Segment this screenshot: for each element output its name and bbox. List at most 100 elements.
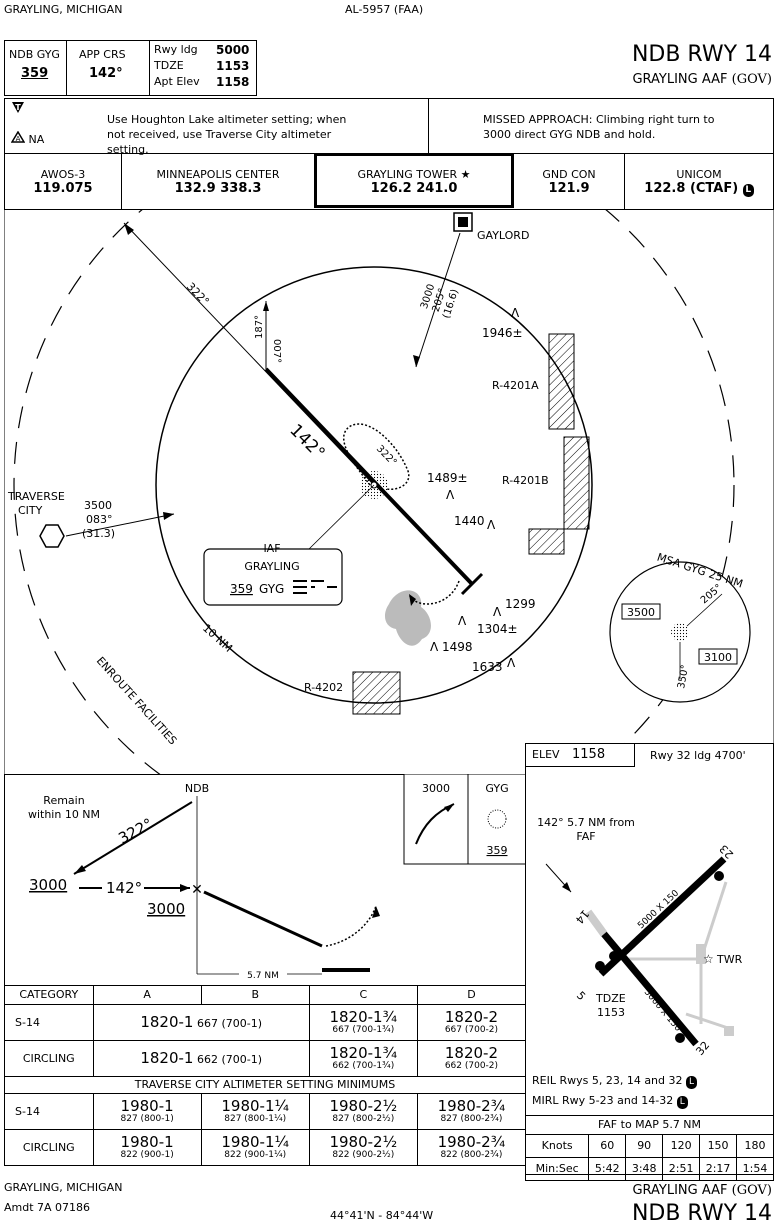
plan-view: R-4201A R-4201B R-4202 GAYLORD 3000 205°… bbox=[4, 209, 774, 775]
comm-awos: AWOS-3 119.075 bbox=[5, 168, 121, 196]
gaylord-route-arrow bbox=[413, 355, 420, 367]
distance-label-bg bbox=[239, 968, 287, 980]
comm-divider-2 bbox=[624, 154, 625, 209]
footer-coords: 44°41'N - 84°44'W bbox=[330, 1209, 434, 1222]
comm-unicom: UNICOM 122.8 (CTAF) L bbox=[625, 168, 773, 197]
ma-climb-arrow-icon bbox=[444, 804, 454, 812]
iaf-ident: GYG bbox=[259, 582, 284, 596]
tc-s14-b-hat: 827 (800-1¼) bbox=[224, 1113, 287, 1124]
gaylord-route bbox=[415, 232, 461, 368]
remain-line-1: Remain bbox=[43, 794, 84, 807]
chart-title: NDB RWY 14 bbox=[631, 42, 772, 67]
restricted-area-4202 bbox=[352, 671, 401, 715]
lighting-1: REIL Rwys 5, 23, 14 and 32 L bbox=[532, 1074, 698, 1089]
iaf-box bbox=[203, 548, 343, 606]
traverse-city-label-1: TRAVERSE bbox=[7, 490, 65, 503]
alternate-na-text: NA bbox=[28, 133, 45, 146]
missed-approach-arrow bbox=[409, 594, 416, 606]
lighting-2-text: MIRL Rwy 5-23 and 14-32 bbox=[532, 1094, 674, 1107]
msa-350: 350° bbox=[676, 664, 691, 690]
profile-svg: Remain within 10 NM NDB 322° 3000 142° ✕… bbox=[28, 774, 526, 981]
time-180: 1:54 bbox=[736, 1157, 774, 1181]
comm-center-freq: 132.9 338.3 bbox=[174, 181, 262, 196]
reil-icon-14 bbox=[609, 951, 619, 961]
obstacle-1440: 1440 bbox=[454, 514, 485, 528]
profile-level-arrow bbox=[180, 884, 190, 892]
restricted-area-4201b bbox=[528, 436, 590, 555]
airport-suffix: (GOV) bbox=[731, 72, 772, 87]
time-150: 2:17 bbox=[699, 1157, 738, 1181]
ndb-label: NDB GYG bbox=[9, 48, 60, 61]
knots-120: 120 bbox=[662, 1134, 701, 1158]
notes-divider bbox=[428, 99, 429, 153]
time-60: 5:42 bbox=[588, 1157, 627, 1181]
ma-ndb-icon bbox=[487, 809, 507, 829]
radial-007-label: 007° bbox=[271, 339, 282, 363]
remain-line-2: within 10 NM bbox=[28, 808, 100, 821]
tc-s14-c-hat: 827 (800-2½) bbox=[332, 1113, 395, 1124]
msa-alt-box-2 bbox=[698, 648, 738, 665]
hdr-b: B bbox=[200, 985, 310, 1005]
holding-pattern bbox=[343, 423, 410, 491]
obstacle-icon-5: Λ bbox=[458, 614, 467, 628]
fix-cross-icon: ✕ bbox=[191, 882, 203, 898]
footer-amendment: Amdt 7A 07186 bbox=[4, 1201, 91, 1214]
time-90: 3:48 bbox=[625, 1157, 664, 1181]
takeoff-symbol: T bbox=[15, 103, 21, 112]
obstacle-1304: 1304± bbox=[477, 622, 518, 636]
gaylord-label: GAYLORD bbox=[477, 229, 529, 242]
knots-60: 60 bbox=[588, 1134, 627, 1158]
traverse-route-arrow bbox=[163, 512, 174, 520]
enroute-label: ENROUTE FACILITIES bbox=[94, 654, 180, 747]
comm-tower-name: GRAYLING TOWER ★ bbox=[357, 168, 471, 181]
tc-circ-a-mda: 1980-1 bbox=[120, 1132, 174, 1151]
rwy-ldg-note: Rwy 32 ldg 4700' bbox=[650, 749, 746, 762]
approach-light-14 bbox=[584, 909, 608, 937]
minimums-table: CATEGORY A B C D S-14 1820-1 667 (700-1)… bbox=[4, 985, 527, 1166]
apt-elev-label: Apt Elev bbox=[154, 75, 200, 88]
tdze-label: TDZE bbox=[154, 59, 184, 72]
lighting-1-text: REIL Rwys 5, 23, 14 and 32 bbox=[532, 1074, 683, 1087]
iaf-freq: 359 bbox=[230, 582, 253, 596]
enroute-ring bbox=[13, 209, 735, 775]
airport-diagram: 5000 X 150 5000 X 150 14 32 5 23 ☆ TWR T… bbox=[545, 842, 743, 1058]
pcl-icon: L bbox=[686, 1076, 698, 1089]
comm-unicom-freq-wrap: 122.8 (CTAF) L bbox=[625, 181, 773, 197]
faf-leader-arrow bbox=[562, 882, 571, 892]
msa-alt-2: 3100 bbox=[704, 651, 732, 664]
reil-icon-23 bbox=[714, 871, 724, 881]
alternate-icon: A bbox=[10, 130, 26, 143]
msa-ndb-icon bbox=[671, 623, 689, 641]
s14-ab-mda: 1820-1 bbox=[140, 1012, 194, 1031]
tc-s14-d-hat: 827 (800-2¾) bbox=[440, 1113, 503, 1124]
msa-alt-1: 3500 bbox=[627, 606, 655, 619]
comm-awos-freq: 119.075 bbox=[33, 181, 93, 196]
lighting-2: MIRL Rwy 5-23 and 14-32 L bbox=[532, 1094, 688, 1109]
faf-table: FAF to MAP 5.7 NM Knots 60 90 120 150 18… bbox=[524, 1115, 774, 1181]
missed-climb-arrow bbox=[372, 906, 380, 918]
procedure-id: AL-5957 (FAA) bbox=[345, 3, 424, 16]
obstacle-1299: 1299 bbox=[505, 597, 536, 611]
app-crs-box: APP CRS 142° bbox=[66, 40, 150, 96]
ma-freq: 359 bbox=[487, 844, 508, 857]
comms-row: AWOS-3 119.075 MINNEAPOLIS CENTER 132.9 … bbox=[4, 153, 774, 210]
iaf-label: IAF bbox=[263, 542, 280, 555]
tc-s14-b-mda: 1980-1¼ bbox=[221, 1096, 290, 1115]
tc-s14-a-mda: 1980-1 bbox=[120, 1096, 174, 1115]
reil-icon-5 bbox=[595, 961, 605, 971]
runway-5-23 bbox=[598, 856, 727, 977]
missed-climb-path bbox=[325, 905, 377, 947]
circ-d-mda: 1820-2 bbox=[444, 1043, 498, 1062]
svg-text:A: A bbox=[16, 135, 21, 143]
ten-nm-label: 10 NM bbox=[200, 622, 235, 655]
iaf-leader bbox=[307, 484, 375, 551]
r4201b-label: R-4201B bbox=[502, 474, 549, 487]
traverse-alt: 3500 bbox=[84, 499, 112, 512]
comm-unicom-name: UNICOM bbox=[676, 168, 722, 181]
